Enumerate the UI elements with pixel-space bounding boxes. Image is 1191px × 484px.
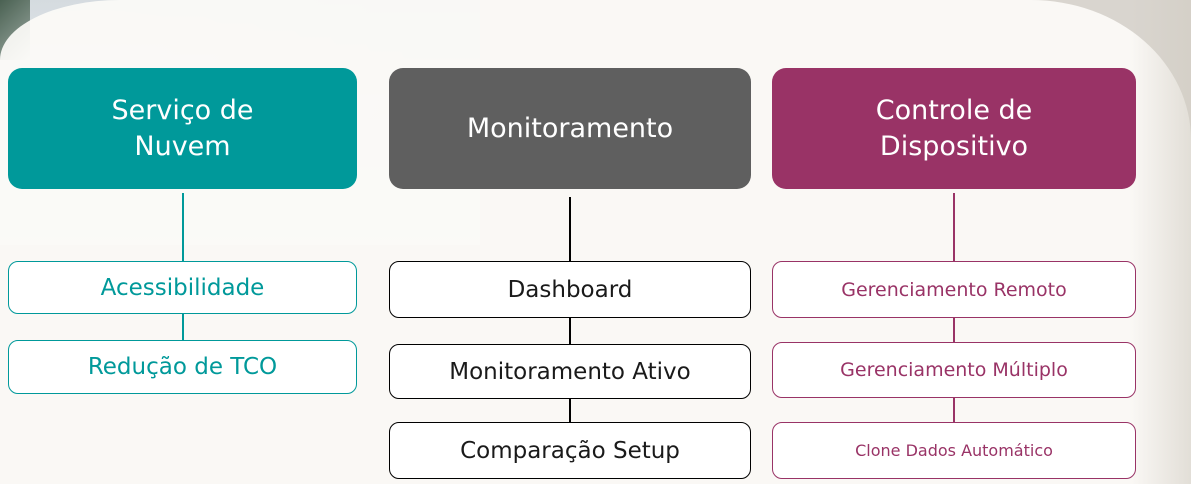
item-dashboard: Dashboard [389, 261, 751, 318]
connector-line [953, 193, 955, 261]
header-controle-de-dispositivo: Controle de Dispositivo [772, 68, 1136, 189]
item-comparacao-setup: Comparação Setup [389, 422, 751, 479]
connector-line [182, 314, 184, 340]
connector-line [182, 193, 184, 261]
connector-line [569, 399, 571, 422]
item-gerenciamento-remoto: Gerenciamento Remoto [772, 261, 1136, 318]
item-acessibilidade: Acessibilidade [8, 261, 357, 314]
item-clone-dados-automatico: Clone Dados Automático [772, 422, 1136, 479]
connector-line [953, 318, 955, 342]
header-servico-de-nuvem: Serviço de Nuvem [8, 68, 357, 189]
item-monitoramento-ativo: Monitoramento Ativo [389, 344, 751, 399]
header-monitoramento: Monitoramento [389, 68, 751, 189]
connector-line [569, 318, 571, 344]
connector-line [953, 398, 955, 422]
item-gerenciamento-multiplo: Gerenciamento Múltiplo [772, 342, 1136, 398]
panel-edge-shade [1131, 0, 1191, 484]
item-reducao-de-tco: Redução de TCO [8, 340, 357, 394]
connector-line [569, 197, 571, 261]
